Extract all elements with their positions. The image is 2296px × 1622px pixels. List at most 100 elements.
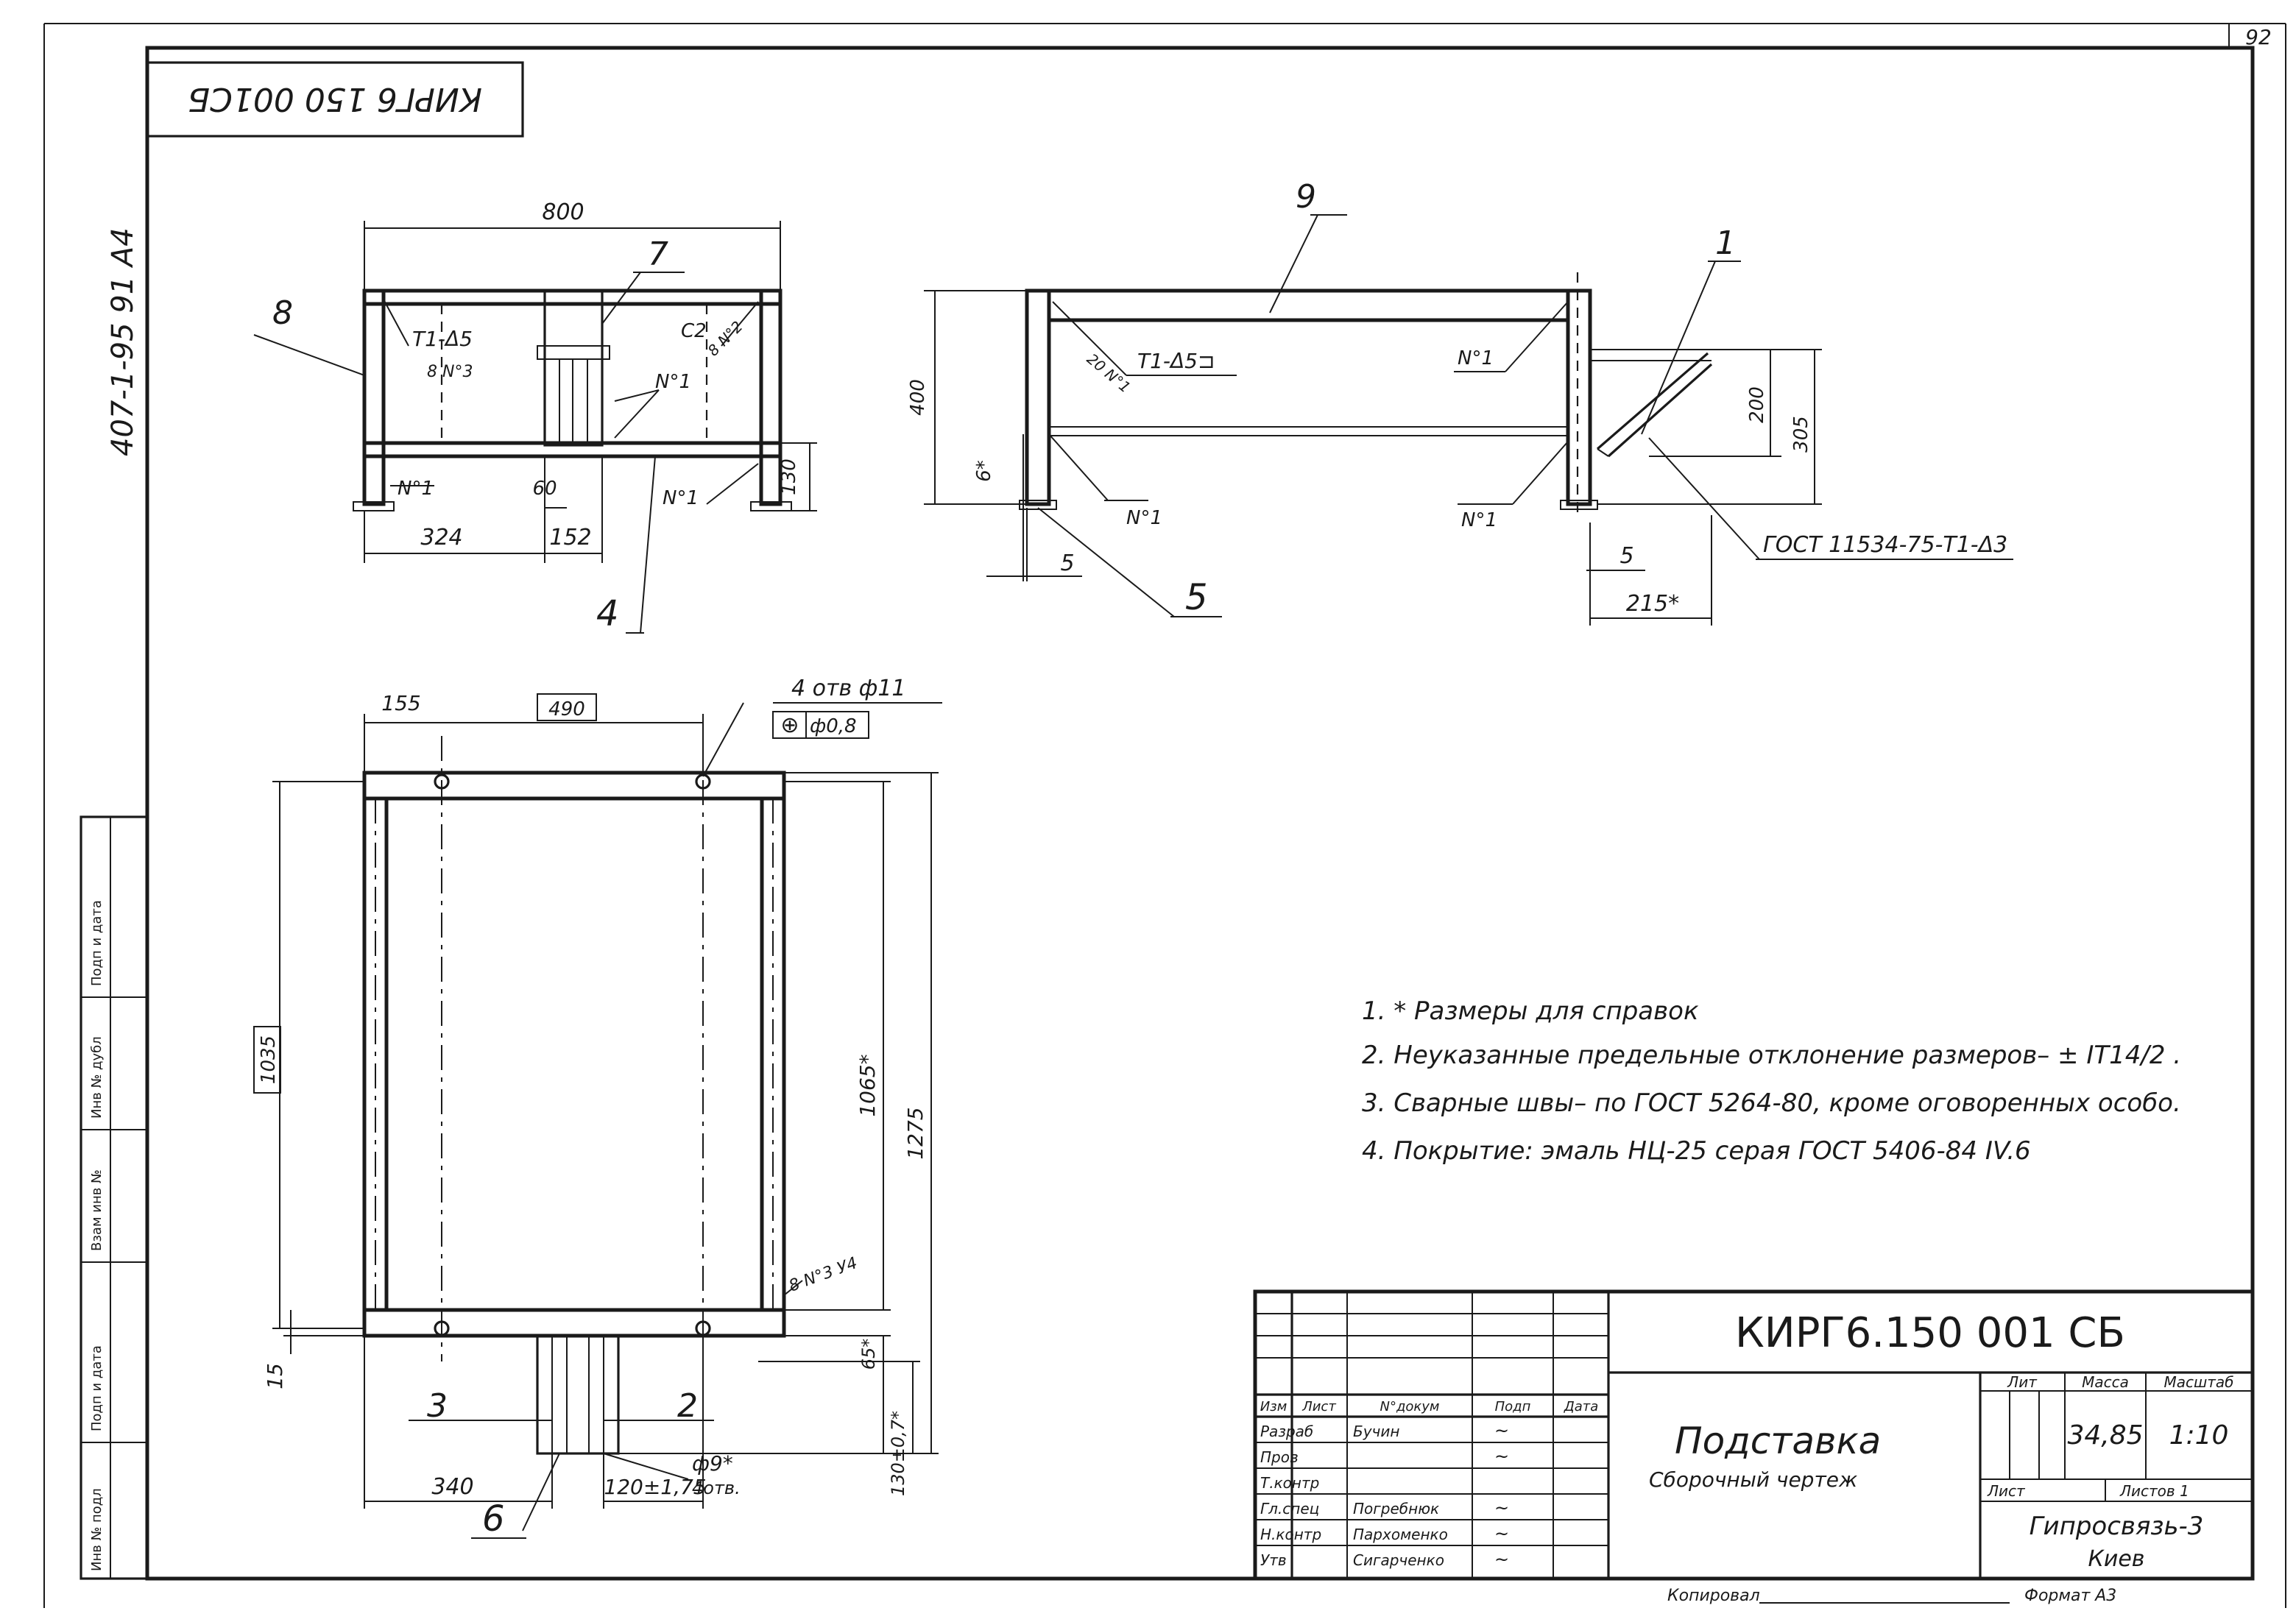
row-role-1: Пров: [1260, 1448, 1299, 1466]
row-role-4: Н.контр: [1260, 1526, 1321, 1543]
plan-dim-1275: 1275: [903, 1107, 928, 1159]
front-weld-1b: 8 N°3: [427, 363, 473, 381]
org-city: Киев: [2088, 1546, 2145, 1572]
row-sign-5: ~: [1494, 1549, 1509, 1570]
title-block-code: КИРГ6.150 001 СБ: [1735, 1309, 2125, 1357]
row-role-0: Разраб: [1260, 1423, 1313, 1440]
plan-position-3: 3: [427, 1387, 448, 1425]
mass-value: 34,85: [2067, 1420, 2143, 1451]
bottom-format-label: Формат А3: [2024, 1587, 2116, 1605]
scale-label: Масштаб: [2163, 1373, 2233, 1391]
row-sign-3: ~: [1494, 1498, 1509, 1518]
strip-label-inv-orig: Инв № подл: [89, 1488, 105, 1571]
head-col-sign: Подп: [1495, 1399, 1531, 1414]
plan-dim-1035: 1035: [258, 1035, 280, 1084]
side-dim-height: 400: [907, 379, 929, 416]
side-dim-215: 215*: [1626, 591, 1679, 617]
title-block-subtitle: Сборочный чертеж: [1649, 1467, 1857, 1492]
plan-position-6: 6: [482, 1498, 505, 1540]
head-col-list: Лист: [1301, 1399, 1336, 1414]
row-role-5: Утв: [1260, 1551, 1287, 1569]
left-strip: [80, 815, 149, 1580]
plan-dim-155: 155: [381, 691, 420, 715]
position-tolerance-icon: ⊕: [780, 712, 799, 738]
front-dim-overall: 800: [542, 199, 584, 225]
row-name-5: Сигарченко: [1353, 1551, 1444, 1569]
row-role-3: Гл.спец: [1260, 1500, 1319, 1517]
note-3: 3. Сварные швы– по ГОСТ 5264-80, кроме о…: [1362, 1088, 2181, 1118]
sheet-frame: [43, 23, 2286, 1608]
front-dim-small: 60: [532, 478, 557, 500]
front-n1-c: N°1: [663, 487, 699, 509]
strip-label-sign-date-2: Подп и дата: [89, 900, 105, 986]
plan-hole-count: 4отв.: [692, 1478, 741, 1498]
side-code: 407-1-95 91 А4: [106, 227, 140, 456]
head-col-izm: Изм: [1260, 1399, 1287, 1414]
row-sign-0: ~: [1494, 1420, 1509, 1441]
front-n1-a: N°1: [655, 371, 691, 393]
sheet-corner-number: 92: [2245, 25, 2272, 49]
plan-dim-1035-box: [253, 1026, 281, 1094]
row-name-4: Пархоменко: [1353, 1526, 1448, 1543]
bottom-copy-label: Копировал: [1667, 1587, 1760, 1605]
row-sign-1: ~: [1494, 1446, 1509, 1467]
front-position-7: 7: [648, 235, 668, 273]
plan-dim-340: 340: [431, 1474, 473, 1500]
plan-holes-tolerance: ф0,8: [810, 715, 857, 737]
front-weld-2: С2: [681, 320, 707, 342]
side-n1-a: N°1: [1458, 347, 1494, 369]
plan-weld-label: 8 N°3 У4: [787, 1254, 861, 1296]
plan-dim-15: 15: [263, 1363, 287, 1389]
sheets-label: Листов 1: [2119, 1482, 2189, 1500]
front-dim-left: 324: [420, 525, 462, 550]
strip-label-dup: Инв № дубл: [89, 1036, 105, 1119]
title-block: [1253, 1289, 2255, 1581]
plan-hole-phi9: ф9*: [692, 1451, 733, 1476]
top-left-code: КИРГ6 150 001СБ: [188, 80, 482, 118]
note-1: 1. * Размеры для справок: [1362, 996, 1699, 1026]
title-block-title: Подставка: [1675, 1420, 1881, 1462]
side-n1-b: N°1: [1126, 507, 1162, 529]
side-dim-thickness: 6*: [973, 460, 995, 482]
plan-dim-490-box: [537, 693, 597, 721]
side-view: [924, 214, 2013, 626]
plan-dim-1065: 1065*: [855, 1054, 880, 1116]
row-sign-4: ~: [1494, 1523, 1509, 1544]
side-gost-weld: ГОСТ 11534-75-Т1-Δ3: [1763, 532, 2007, 558]
front-position-4: 4: [596, 593, 619, 634]
mass-label: Масса: [2082, 1373, 2129, 1391]
lit-label: Лит: [2007, 1373, 2038, 1391]
plan-dim-130: 130±0,7*: [888, 1411, 908, 1496]
row-role-2: Т.контр: [1260, 1474, 1319, 1492]
side-dim-200: 200: [1746, 386, 1768, 423]
note-4: 4. Покрытие: эмаль НЦ-25 серая ГОСТ 5406…: [1362, 1136, 2031, 1166]
plan-view: [272, 702, 942, 1539]
strip-label-replace: Взам инв №: [89, 1169, 105, 1251]
strip-label-sign-date-1: Подп и дата: [89, 1345, 105, 1431]
scale-value: 1:10: [2169, 1420, 2229, 1451]
note-2: 2. Неуказанные предельные отклонение раз…: [1362, 1041, 2181, 1070]
front-n1-b: N°1: [398, 478, 434, 500]
side-position-9: 9: [1296, 178, 1316, 216]
plan-dim-490: 490: [548, 698, 585, 720]
front-view: [253, 221, 817, 634]
plan-dim-120: 120±1,75: [604, 1475, 706, 1499]
plan-position-2: 2: [677, 1387, 698, 1425]
head-col-doc: N°докум: [1380, 1399, 1439, 1414]
side-position-5: 5: [1185, 577, 1208, 618]
front-dim-height: 130: [778, 458, 800, 495]
side-weld: Т1-Δ5⊐: [1137, 349, 1215, 373]
side-n1-c: N°1: [1461, 509, 1497, 531]
side-dim-305: 305: [1790, 416, 1812, 453]
side-dim-five-left: 5: [1060, 550, 1074, 576]
front-position-8: 8: [272, 294, 293, 332]
row-name-3: Погребнюк: [1353, 1500, 1439, 1517]
sheet-label: Лист: [1987, 1482, 2026, 1500]
plan-dim-65: 65*: [858, 1339, 879, 1370]
front-weld-2b: 8 N°2: [704, 317, 746, 359]
row-name-0: Бучин: [1353, 1423, 1399, 1440]
front-dim-mid: 152: [549, 525, 591, 550]
front-weld-1: Т1-Δ5: [412, 327, 473, 351]
side-dim-five-right: 5: [1619, 543, 1633, 569]
